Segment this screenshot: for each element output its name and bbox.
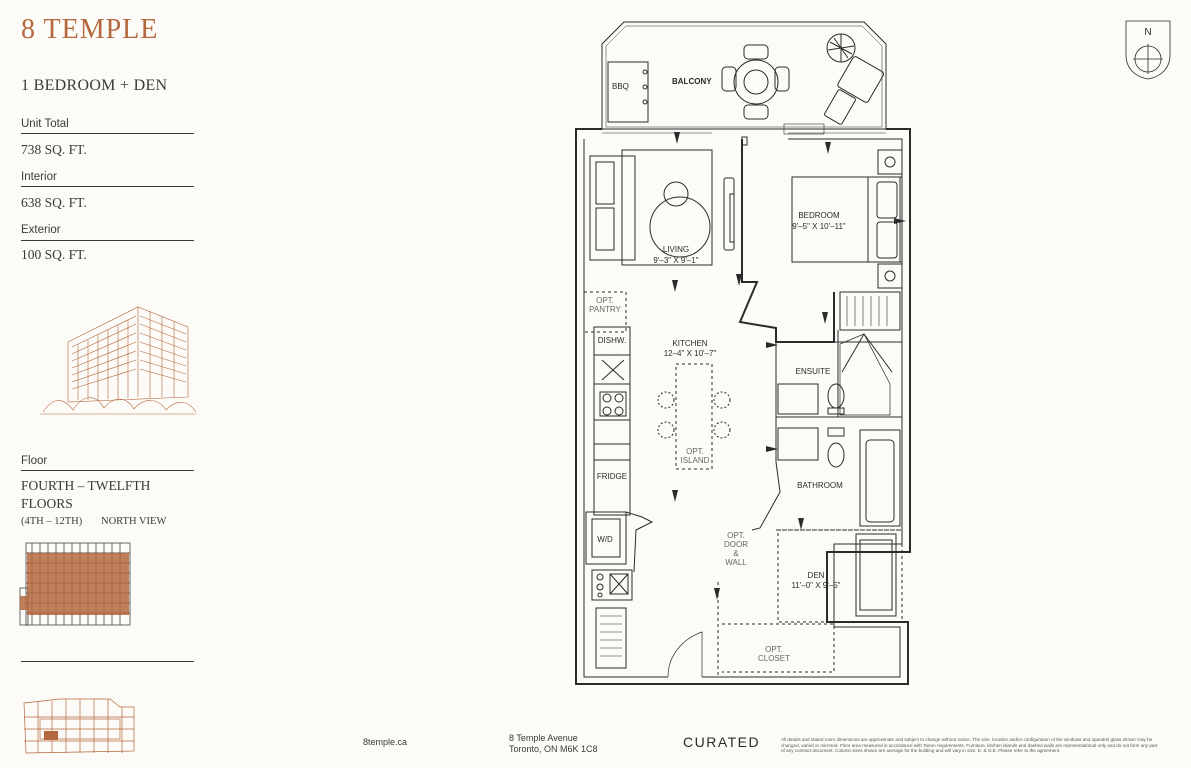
kitchen-label: KITCHEN bbox=[672, 339, 707, 348]
opt-pantry-label-2: PANTRY bbox=[589, 305, 621, 314]
legal-disclaimer: All details and stated room dimensions a… bbox=[781, 737, 1158, 754]
divider bbox=[21, 186, 194, 187]
opt-door-label: OPT. bbox=[727, 531, 745, 540]
address-line-1: 8 Temple Avenue bbox=[509, 733, 578, 743]
opt-closet-label-2: CLOSET bbox=[758, 654, 790, 663]
divider bbox=[21, 133, 194, 134]
elevation-key-image bbox=[19, 542, 131, 626]
floor-view: NORTH VIEW bbox=[101, 516, 167, 527]
ensuite-label: ENSUITE bbox=[796, 367, 831, 376]
interior-label: Interior bbox=[21, 171, 57, 183]
exterior-value: 100 SQ. FT. bbox=[21, 247, 87, 262]
divider bbox=[21, 240, 194, 241]
opt-island-label-2: ISLAND bbox=[681, 456, 710, 465]
floor-label: Floor bbox=[21, 455, 48, 467]
balcony-label: BALCONY bbox=[672, 77, 712, 86]
bbq-label: BBQ bbox=[612, 82, 629, 91]
bedroom-dimension: 9'–5" X 10'–11" bbox=[792, 222, 846, 231]
unit-type-title: 1 BEDROOM + DEN bbox=[21, 77, 168, 94]
fridge-label: FRIDGE bbox=[597, 472, 627, 481]
address-line-2: Toronto, ON M6K 1C8 bbox=[509, 744, 598, 754]
opt-pantry-label: OPT. bbox=[596, 296, 614, 305]
bathroom-label: BATHROOM bbox=[797, 481, 843, 490]
floor-plan-drawing: BALCONY BBQ LIVING 9'–3" X 9'–1" BEDROOM… bbox=[575, 21, 911, 685]
floor-short: (4TH – 12TH) bbox=[21, 516, 83, 527]
unit-total-label: Unit Total bbox=[21, 118, 69, 130]
living-label: LIVING bbox=[663, 245, 689, 254]
floor-keyplate-image bbox=[23, 698, 135, 754]
washer-dryer-label: W/D bbox=[597, 535, 613, 544]
opt-door-label-2: DOOR bbox=[724, 540, 748, 549]
exterior-label: Exterior bbox=[21, 224, 61, 236]
opt-door-label-3: & bbox=[733, 549, 739, 558]
divider bbox=[21, 470, 194, 471]
compass-north-label: N bbox=[1144, 27, 1151, 38]
dishwasher-label: DISHW. bbox=[598, 336, 626, 345]
north-compass-icon: N bbox=[1125, 20, 1171, 80]
kitchen-dimension: 12–4" X 10'–7" bbox=[664, 349, 717, 358]
den-label: DEN bbox=[808, 571, 825, 580]
opt-closet-label: OPT. bbox=[765, 645, 783, 654]
developer-logo: CURATED bbox=[683, 734, 761, 750]
living-dimension: 9'–3" X 9'–1" bbox=[653, 256, 698, 265]
bedroom-label: BEDROOM bbox=[798, 211, 840, 220]
floor-range: FOURTH – TWELFTH FLOORS bbox=[21, 478, 151, 511]
unit-total-value: 738 SQ. FT. bbox=[21, 142, 87, 157]
interior-value: 638 SQ. FT. bbox=[21, 195, 87, 210]
building-sketch-image bbox=[40, 306, 197, 415]
den-dimension: 11'–0" X 9'–5" bbox=[791, 581, 840, 590]
divider bbox=[21, 661, 194, 662]
website-link[interactable]: 8temple.ca bbox=[363, 737, 408, 747]
opt-door-label-4: WALL bbox=[725, 558, 747, 567]
brand-logo: 8 TEMPLE bbox=[21, 14, 159, 45]
opt-island-label: OPT. bbox=[686, 447, 704, 456]
